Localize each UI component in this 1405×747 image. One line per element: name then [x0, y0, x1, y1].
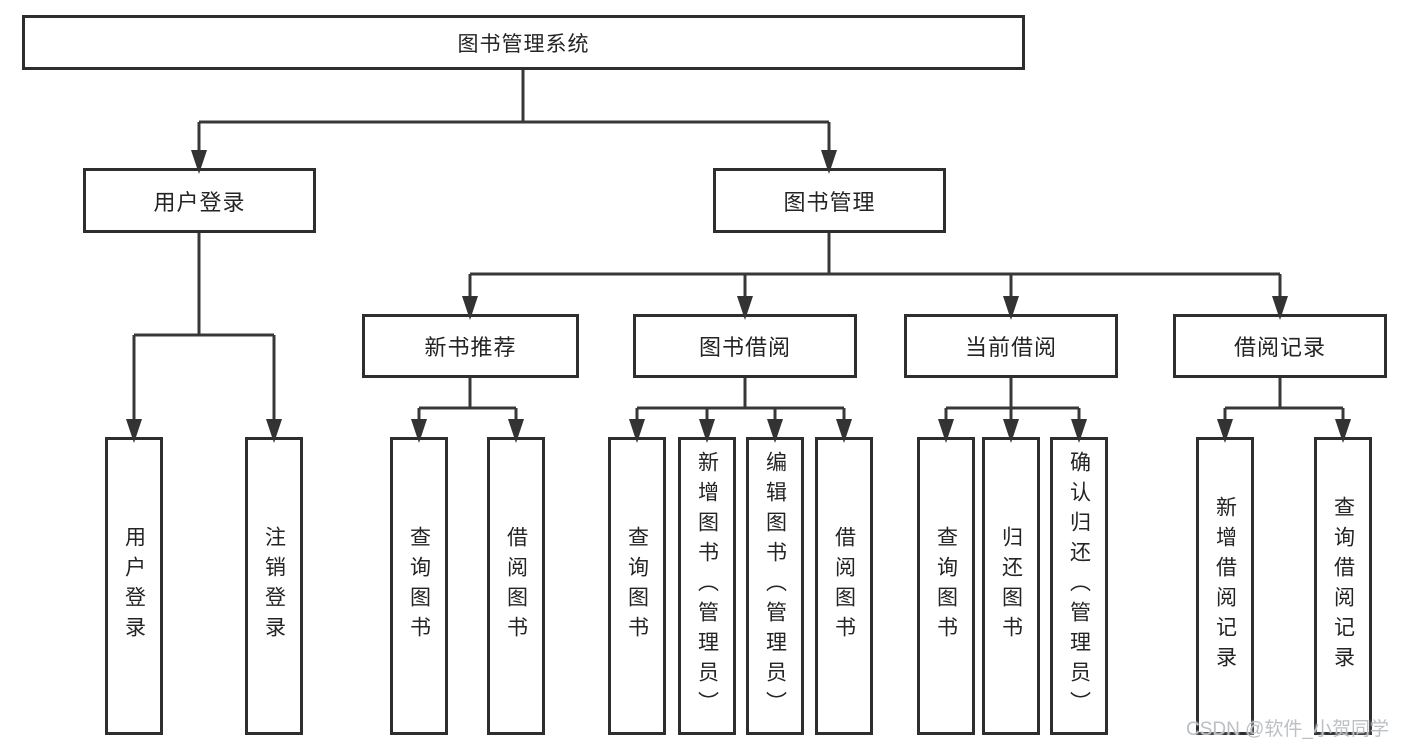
leaf-add-book-admin: 新增图书（管理员）: [678, 437, 736, 735]
leaf-query-borrow-record-label: 查询借阅记录: [1331, 496, 1355, 676]
leaf-borrow-book-2: 借阅图书: [815, 437, 873, 735]
node-user-login-label: 用户登录: [153, 189, 246, 215]
leaf-return-book: 归还图书: [982, 437, 1040, 735]
watermark: CSDN @软件_小贺同学: [1186, 719, 1389, 740]
connector-book-management-children: [468, 233, 1282, 298]
node-library-system: 图书管理系统: [22, 15, 1025, 70]
leaf-confirm-return-admin-label: 确认归还（管理员）: [1067, 451, 1091, 721]
leaf-add-book-admin-label: 新增图书（管理员）: [695, 451, 719, 721]
node-new-book-recommend-label: 新书推荐: [424, 335, 517, 360]
node-book-management: 图书管理: [713, 168, 946, 233]
leaf-query-book-1-label: 查询图书: [407, 526, 431, 646]
leaf-user-login-label: 用户登录: [122, 526, 146, 646]
node-current-borrow-label: 当前借阅: [964, 335, 1057, 360]
connector-book-borrow-children: [635, 378, 846, 421]
leaf-query-borrow-record: 查询借阅记录: [1314, 437, 1372, 735]
leaf-borrow-book-1-label: 借阅图书: [504, 526, 528, 646]
leaf-logout: 注销登录: [245, 437, 303, 735]
node-borrow-records-label: 借阅记录: [1233, 335, 1326, 360]
leaf-confirm-return-admin: 确认归还（管理员）: [1050, 437, 1108, 735]
leaf-edit-book-admin-label: 编辑图书（管理员）: [763, 451, 787, 721]
leaf-query-book-2-label: 查询图书: [625, 526, 649, 646]
connector-new-books-children: [417, 378, 518, 421]
leaf-add-borrow-record-label: 新增借阅记录: [1213, 496, 1237, 676]
connector-borrow-records-children: [1223, 378, 1345, 421]
connector-current-borrow-children: [944, 378, 1081, 421]
leaf-query-book-3: 查询图书: [917, 437, 975, 735]
connector-user-login-children: [132, 233, 276, 421]
node-book-borrow: 图书借阅: [633, 314, 857, 378]
node-user-login: 用户登录: [83, 168, 316, 233]
connector-root-level2: [197, 70, 831, 152]
node-borrow-records: 借阅记录: [1173, 314, 1387, 378]
leaf-borrow-book-2-label: 借阅图书: [832, 526, 856, 646]
leaf-query-book-2: 查询图书: [608, 437, 666, 735]
node-new-book-recommend: 新书推荐: [362, 314, 579, 378]
leaf-add-borrow-record: 新增借阅记录: [1196, 437, 1254, 735]
node-current-borrow: 当前借阅: [904, 314, 1118, 378]
leaf-logout-label: 注销登录: [262, 526, 286, 646]
node-book-borrow-label: 图书借阅: [698, 335, 791, 360]
leaf-edit-book-admin: 编辑图书（管理员）: [746, 437, 804, 735]
leaf-return-book-label: 归还图书: [999, 526, 1023, 646]
leaf-borrow-book-1: 借阅图书: [487, 437, 545, 735]
leaf-query-book-3-label: 查询图书: [934, 526, 958, 646]
leaf-query-book-1: 查询图书: [390, 437, 448, 735]
node-book-management-label: 图书管理: [783, 189, 876, 215]
leaf-user-login: 用户登录: [105, 437, 163, 735]
node-library-system-label: 图书管理系统: [457, 32, 590, 56]
